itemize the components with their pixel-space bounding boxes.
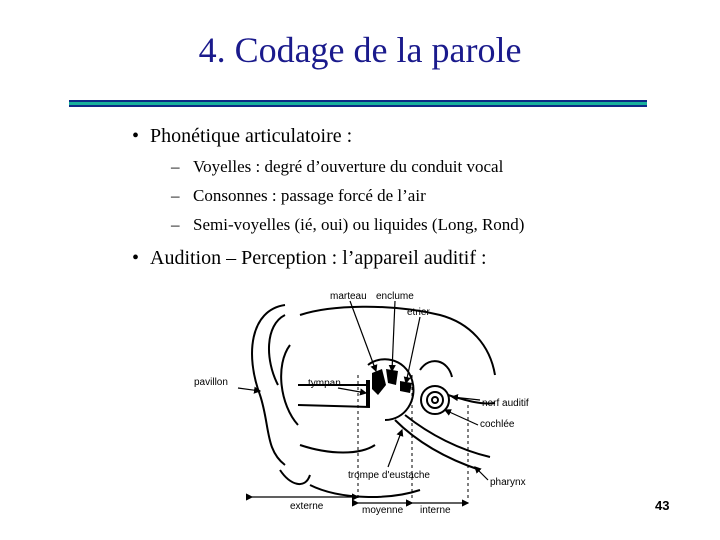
bullet-phonetique: • Phonétique articulatoire : bbox=[132, 124, 352, 148]
label-trompe: trompe d'eustache bbox=[348, 470, 430, 481]
label-pharynx: pharynx bbox=[490, 477, 526, 488]
dash: – bbox=[171, 186, 180, 205]
bullet-dot: • bbox=[132, 247, 140, 269]
subitem-voyelles: –Voyelles : degré d’ouverture du conduit… bbox=[171, 157, 503, 177]
marteau-bone bbox=[372, 369, 386, 395]
subitem-text: Semi-voyelles (ié, oui) ou liquides (Lon… bbox=[193, 215, 525, 234]
subitem-text: Consonnes : passage forcé de l’air bbox=[193, 186, 426, 205]
ear-diagram: marteau enclume etrier pavillon tympan n… bbox=[194, 291, 529, 516]
label-nerf-auditif: nerf auditif bbox=[482, 398, 529, 409]
label-enclume: enclume bbox=[376, 291, 414, 302]
enclume-bone bbox=[386, 369, 398, 385]
label-tympan: tympan bbox=[308, 378, 341, 389]
label-cochlee: cochlée bbox=[480, 419, 515, 430]
slide-title: 4. Codage de la parole bbox=[198, 30, 522, 70]
subitem-semi-voyelles: –Semi-voyelles (ié, oui) ou liquides (Lo… bbox=[171, 215, 524, 235]
label-externe: externe bbox=[290, 501, 324, 512]
tympan-membrane bbox=[366, 380, 370, 406]
bullet-dot: • bbox=[132, 125, 140, 147]
dash: – bbox=[171, 215, 180, 234]
subitem-text: Voyelles : degré d’ouverture du conduit … bbox=[193, 157, 504, 176]
bullet-text: Phonétique articulatoire : bbox=[150, 125, 353, 147]
bullet-audition: • Audition – Perception : l’appareil audi… bbox=[132, 246, 487, 270]
label-etrier: etrier bbox=[407, 307, 430, 318]
title-divider bbox=[69, 100, 647, 107]
page-number: 43 bbox=[655, 498, 670, 513]
label-pavillon: pavillon bbox=[194, 377, 228, 388]
dash: – bbox=[171, 157, 180, 176]
ear-outline bbox=[251, 304, 496, 498]
subitem-consonnes: –Consonnes : passage forcé de l’air bbox=[171, 186, 426, 206]
label-moyenne: moyenne bbox=[362, 505, 404, 516]
label-interne: interne bbox=[420, 505, 451, 516]
label-marteau: marteau bbox=[330, 291, 367, 302]
bullet-text: Audition – Perception : l’appareil audit… bbox=[150, 247, 487, 269]
ossicles bbox=[366, 369, 412, 406]
